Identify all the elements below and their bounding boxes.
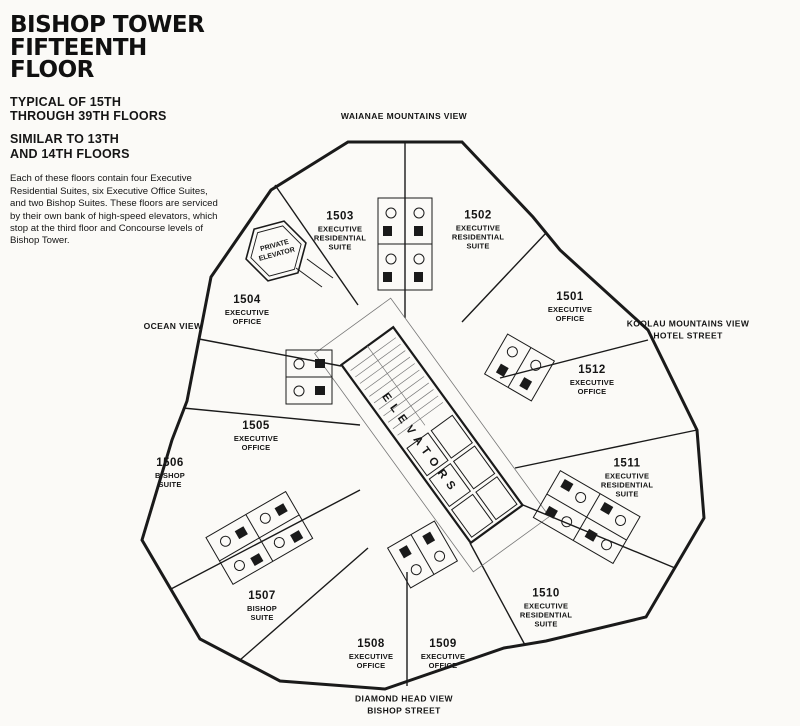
suite-label-1512: 1512 EXECUTIVE OFFICE bbox=[570, 364, 614, 396]
suite-label-1508: 1508 EXECUTIVE OFFICE bbox=[349, 638, 393, 670]
suite-type-line: SUITE bbox=[328, 242, 352, 252]
suite-type-line: EXECUTIVE bbox=[317, 224, 363, 234]
suite-type-line: SUITE bbox=[615, 489, 639, 499]
bathrooms-left-wing bbox=[205, 491, 314, 585]
outer-walls bbox=[140, 140, 706, 691]
suite-label-1501: 1501 EXECUTIVE OFFICE bbox=[548, 291, 592, 323]
suite-number: 1511 bbox=[613, 457, 641, 470]
partition-walls bbox=[170, 142, 698, 686]
subtitle-typical: TYPICAL OF 15TH THROUGH 39TH FLOORS bbox=[10, 95, 232, 124]
suite-number: 1507 bbox=[248, 590, 276, 603]
suite-type-line: RESIDENTIAL bbox=[313, 233, 367, 243]
suite-type-line: RESIDENTIAL bbox=[600, 480, 654, 490]
floor-description: Each of these floors contain four Execut… bbox=[10, 173, 218, 247]
suite-number: 1508 bbox=[357, 638, 385, 651]
title-line2: FIFTEENTH FLOOR bbox=[10, 34, 147, 84]
suite-type-line: EXECUTIVE bbox=[455, 223, 501, 233]
suite-type-line: OFFICE bbox=[428, 660, 458, 670]
suite-type-line: EXECUTIVE bbox=[569, 377, 615, 387]
stairs bbox=[350, 337, 444, 436]
suite-number: 1506 bbox=[156, 457, 184, 470]
bathrooms-left-side bbox=[285, 349, 333, 405]
view-label-waianae: WAIANAE MOUNTAINS VIEW bbox=[340, 110, 468, 121]
suite-type-line: SUITE bbox=[250, 612, 274, 622]
suite-type-line: EXECUTIVE bbox=[547, 304, 593, 314]
bathrooms-top-wing bbox=[377, 197, 433, 291]
subtitle-typical-line2: THROUGH 39TH FLOORS bbox=[10, 108, 167, 123]
suite-type-line: EXECUTIVE bbox=[348, 651, 394, 661]
suite-label-1506: 1506 BISHOP SUITE bbox=[155, 457, 185, 489]
suite-number: 1512 bbox=[578, 364, 606, 377]
suite-type-line: RESIDENTIAL bbox=[519, 610, 573, 620]
view-label-diamond-head-line1: DIAMOND HEAD VIEW bbox=[355, 693, 453, 704]
core-walls bbox=[339, 325, 525, 545]
suite-type-line: OFFICE bbox=[555, 313, 585, 323]
suite-label-1502: 1502 EXECUTIVE RESIDENTIAL SUITE bbox=[452, 210, 504, 251]
bathrooms-right-side bbox=[484, 333, 555, 402]
subtitle-similar-line2: AND 14TH FLOORS bbox=[10, 146, 130, 161]
suite-type-line: OFFICE bbox=[241, 442, 271, 452]
suite-number: 1503 bbox=[326, 210, 354, 223]
view-label-koolau-line1: KOOLAU MOUNTAINS VIEW bbox=[626, 318, 750, 329]
view-label-koolau: KOOLAU MOUNTAINS VIEW HOTEL STREET bbox=[627, 318, 750, 343]
subtitle-similar: SIMILAR TO 13TH AND 14TH FLOORS bbox=[10, 132, 232, 161]
suite-type-line: RESIDENTIAL bbox=[451, 232, 505, 242]
suite-label-1509: 1509 EXECUTIVE OFFICE bbox=[421, 638, 465, 670]
suite-type-line: OFFICE bbox=[232, 316, 262, 326]
suite-type-line: EXECUTIVE bbox=[420, 651, 466, 661]
suite-number: 1501 bbox=[556, 291, 584, 304]
suite-type-line: OFFICE bbox=[577, 386, 607, 396]
suite-number: 1502 bbox=[464, 209, 492, 222]
suite-type-line: SUITE bbox=[534, 619, 558, 629]
view-label-diamond-head: DIAMOND HEAD VIEW BISHOP STREET bbox=[355, 693, 453, 718]
subtitle-typical-line1: TYPICAL OF 15TH bbox=[10, 94, 122, 109]
title-line1: BISHOP TOWER bbox=[10, 12, 205, 38]
suite-type-line: EXECUTIVE bbox=[224, 307, 270, 317]
suite-type-line: SUITE bbox=[466, 241, 490, 251]
suite-type-line: BISHOP bbox=[155, 470, 185, 480]
suite-label-1510: 1510 EXECUTIVE RESIDENTIAL SUITE bbox=[520, 588, 572, 629]
view-label-bishop-street: BISHOP STREET bbox=[367, 706, 441, 716]
page-title: BISHOP TOWER FIFTEENTH FLOOR bbox=[10, 14, 232, 82]
elevator-cabs bbox=[406, 414, 518, 538]
suite-type-line: EXECUTIVE bbox=[233, 433, 279, 443]
suite-type-line: EXECUTIVE bbox=[604, 471, 650, 481]
suite-number: 1505 bbox=[242, 420, 270, 433]
view-label-hotel-street: HOTEL STREET bbox=[653, 331, 723, 341]
suite-number: 1509 bbox=[429, 638, 457, 651]
suite-type-line: BISHOP bbox=[247, 603, 277, 613]
header: BISHOP TOWER FIFTEENTH FLOOR TYPICAL OF … bbox=[10, 14, 232, 248]
view-label-ocean: OCEAN VIEW bbox=[143, 320, 203, 331]
suite-type-line: OFFICE bbox=[356, 660, 386, 670]
elevator-core bbox=[314, 297, 550, 573]
suite-number: 1504 bbox=[233, 294, 261, 307]
suite-number: 1510 bbox=[532, 587, 560, 600]
suite-label-1503: 1503 EXECUTIVE RESIDENTIAL SUITE bbox=[314, 211, 366, 252]
suite-type-line: SUITE bbox=[158, 479, 182, 489]
suite-label-1504: 1504 EXECUTIVE OFFICE bbox=[225, 294, 269, 326]
corridor-outline bbox=[314, 297, 550, 573]
private-elevator-hexagon bbox=[245, 220, 334, 288]
suite-type-line: EXECUTIVE bbox=[523, 601, 569, 611]
suite-label-1507: 1507 BISHOP SUITE bbox=[247, 590, 277, 622]
suite-label-1511: 1511 EXECUTIVE RESIDENTIAL SUITE bbox=[601, 458, 653, 499]
suite-label-1505: 1505 EXECUTIVE OFFICE bbox=[234, 420, 278, 452]
bathrooms-bottom-side bbox=[387, 520, 458, 589]
subtitle-similar-line1: SIMILAR TO 13TH bbox=[10, 132, 120, 147]
